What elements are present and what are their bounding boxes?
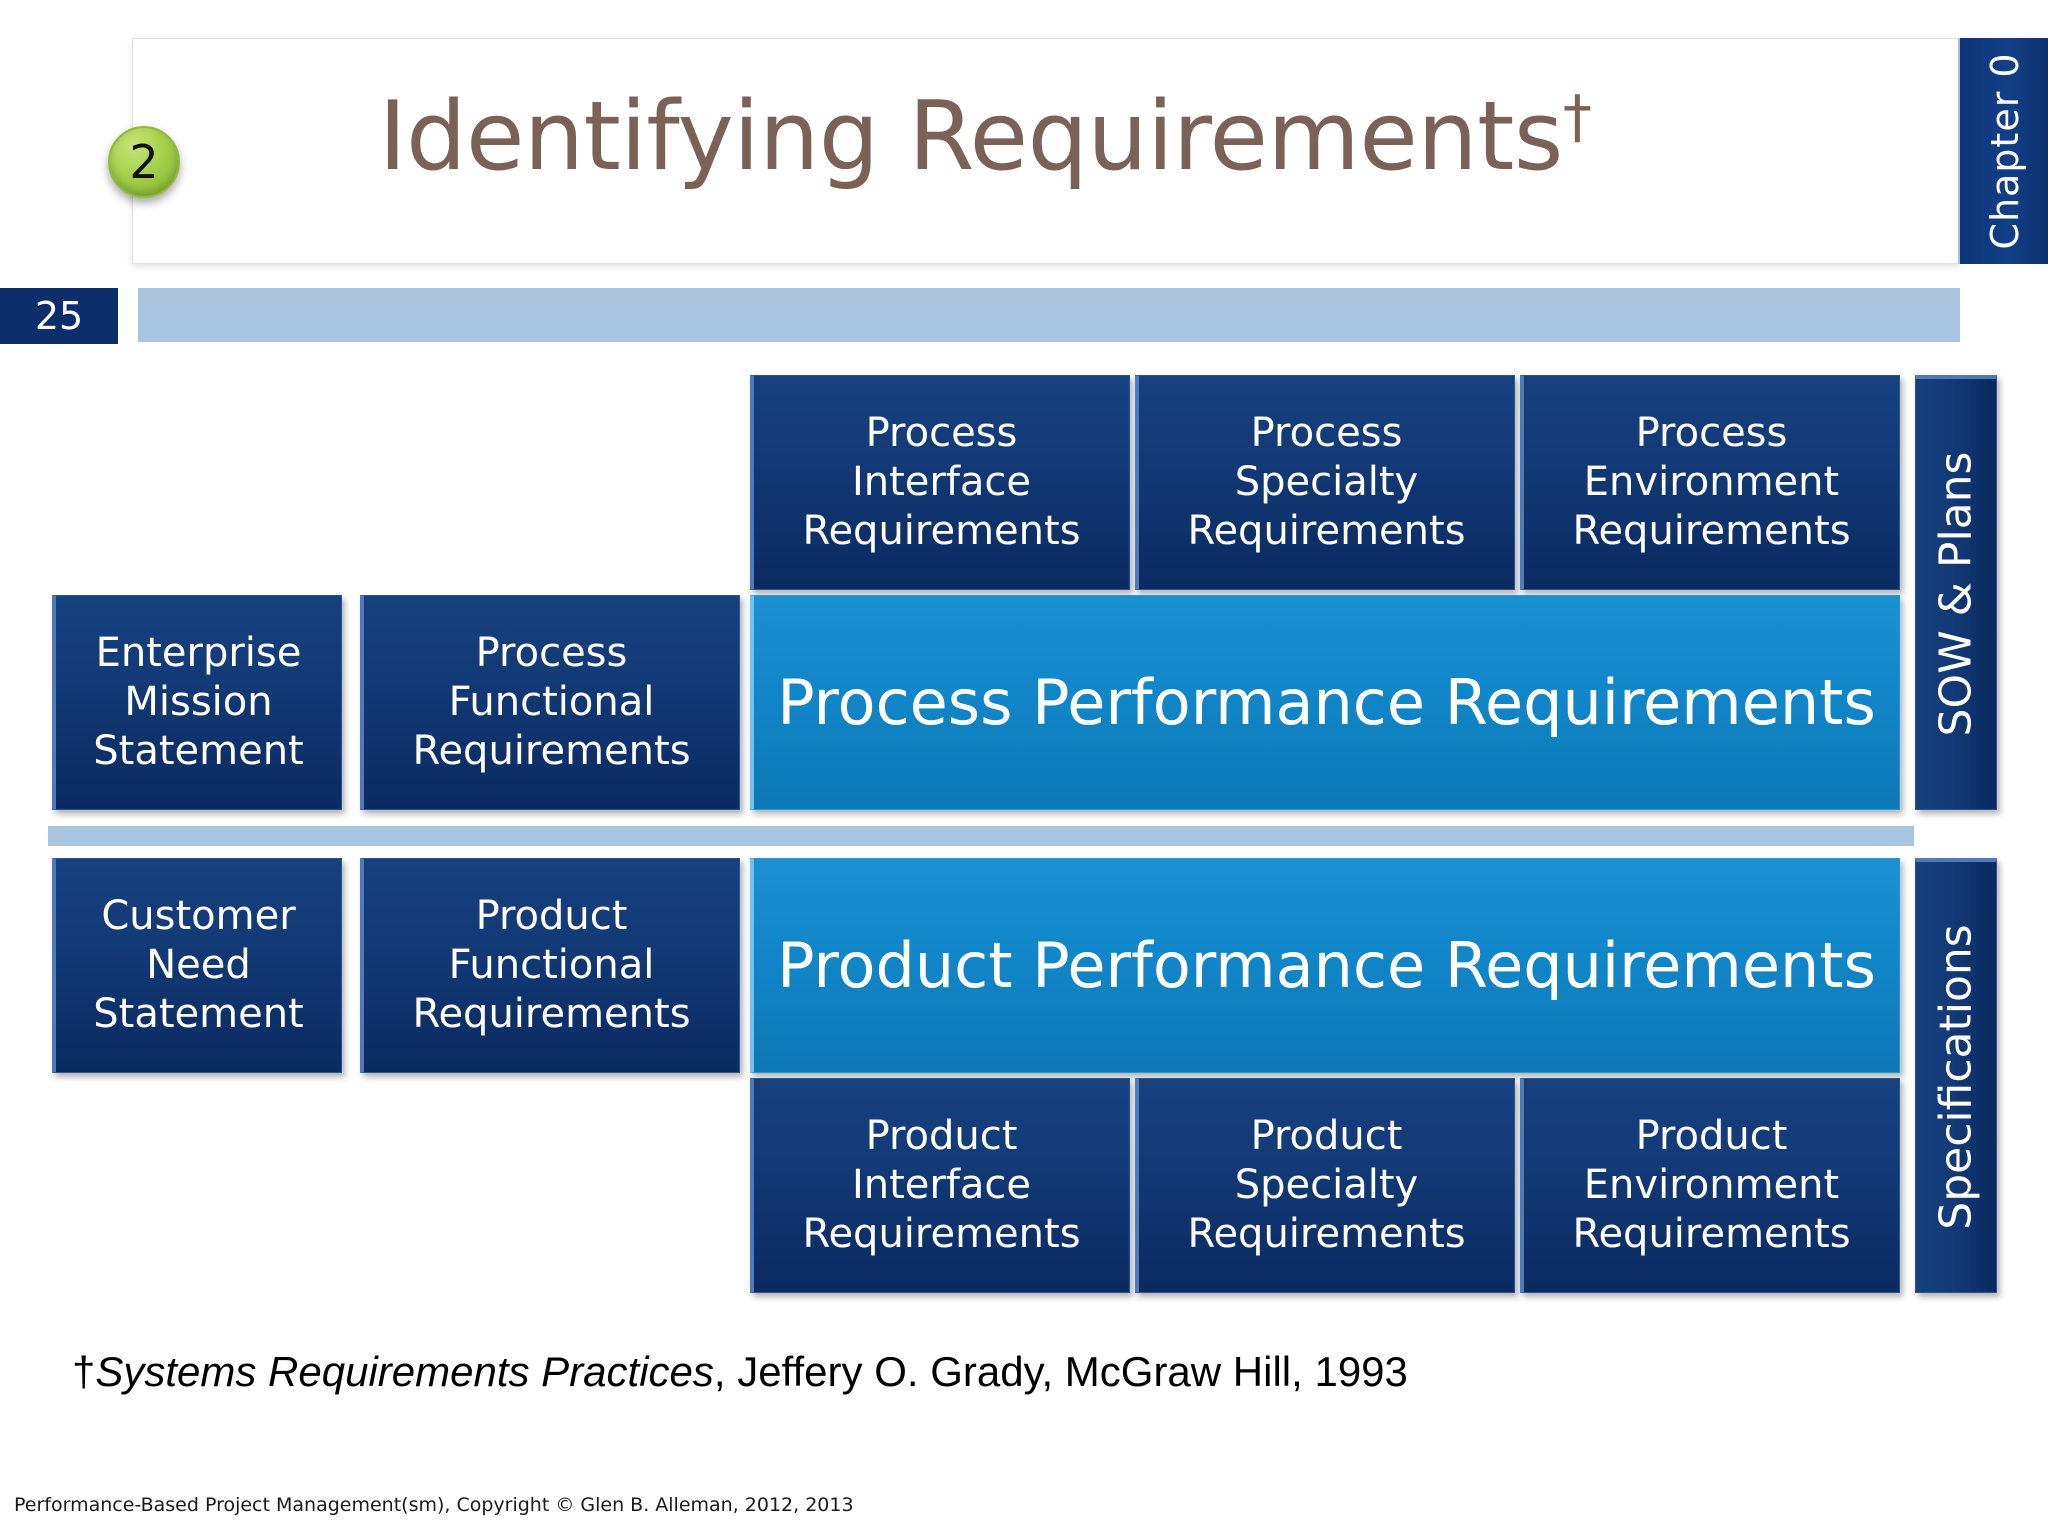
box-line: Requirements bbox=[802, 507, 1081, 554]
box-line: Requirements bbox=[802, 1210, 1081, 1257]
box-process-functional-requirements: Process Functional Requirements bbox=[360, 595, 740, 810]
box-customer-need-statement: Customer Need Statement bbox=[52, 858, 342, 1073]
box-line: Requirements bbox=[1187, 1210, 1466, 1257]
box-line: Specialty bbox=[1234, 459, 1419, 506]
footnote-marker: † bbox=[72, 1348, 96, 1395]
footnote-rest: , Jeffery O. Grady, McGraw Hill, 1993 bbox=[713, 1348, 1408, 1395]
box-line: Process bbox=[475, 630, 628, 677]
box-line: Product bbox=[1635, 1113, 1788, 1160]
sidebar-sow-and-plans: SOW & Plans bbox=[1915, 375, 1997, 810]
page-number-label: 25 bbox=[34, 294, 84, 338]
page-title-text: Identifying Requirements bbox=[378, 82, 1564, 192]
box-line: Process bbox=[1635, 410, 1788, 457]
box-line: Enterprise bbox=[95, 630, 302, 677]
box-product-environment-requirements: Product Environment Requirements bbox=[1520, 1078, 1900, 1293]
box-line: Requirements bbox=[412, 990, 691, 1037]
section-number-badge: 2 bbox=[108, 126, 180, 198]
box-line: Product bbox=[475, 893, 628, 940]
sidebar-sow-and-plans-label: SOW & Plans bbox=[1930, 451, 1982, 737]
box-line: Product bbox=[1250, 1113, 1403, 1160]
box-line: Functional bbox=[448, 942, 655, 989]
box-line: Statement bbox=[93, 990, 304, 1037]
box-line: Mission bbox=[124, 679, 273, 726]
box-product-functional-requirements: Product Functional Requirements bbox=[360, 858, 740, 1073]
box-line: Specialty bbox=[1234, 1162, 1419, 1209]
sidebar-specifications-label: Specifications bbox=[1930, 924, 1982, 1230]
sidebar-specifications: Specifications bbox=[1915, 858, 1997, 1293]
banner-label: Process Performance Requirements bbox=[777, 666, 1876, 739]
title-frame bbox=[132, 38, 1960, 264]
box-line: Interface bbox=[851, 1162, 1032, 1209]
box-line: Functional bbox=[448, 679, 655, 726]
page-number-badge: 25 bbox=[0, 288, 118, 344]
banner-label: Product Performance Requirements bbox=[777, 929, 1876, 1002]
section-divider-bar bbox=[48, 826, 1914, 846]
section-number-label: 2 bbox=[129, 135, 159, 189]
source-footnote: †Systems Requirements Practices, Jeffery… bbox=[72, 1348, 1408, 1396]
footnote-book-title: Systems Requirements Practices bbox=[95, 1348, 714, 1395]
page-title: Identifying Requirements† bbox=[200, 87, 1770, 188]
box-line: Process bbox=[865, 410, 1018, 457]
copyright-notice: Performance-Based Project Management(sm)… bbox=[14, 1494, 854, 1516]
header-accent-bar bbox=[138, 288, 1960, 342]
banner-process-performance-requirements: Process Performance Requirements bbox=[750, 595, 1900, 810]
box-line: Requirements bbox=[1572, 507, 1851, 554]
box-line: Environment bbox=[1583, 1162, 1840, 1209]
box-product-interface-requirements: Product Interface Requirements bbox=[750, 1078, 1130, 1293]
box-line: Requirements bbox=[1572, 1210, 1851, 1257]
chapter-tab: Chapter 0 bbox=[1958, 38, 2048, 264]
box-line: Environment bbox=[1583, 459, 1840, 506]
box-process-specialty-requirements: Process Specialty Requirements bbox=[1135, 375, 1515, 590]
box-product-specialty-requirements: Product Specialty Requirements bbox=[1135, 1078, 1515, 1293]
box-enterprise-mission-statement: Enterprise Mission Statement bbox=[52, 595, 342, 810]
box-line: Product bbox=[865, 1113, 1018, 1160]
banner-product-performance-requirements: Product Performance Requirements bbox=[750, 858, 1900, 1073]
box-process-interface-requirements: Process Interface Requirements bbox=[750, 375, 1130, 590]
box-line: Customer bbox=[101, 893, 296, 940]
box-line: Interface bbox=[851, 459, 1032, 506]
box-line: Process bbox=[1250, 410, 1403, 457]
box-line: Need bbox=[146, 942, 251, 989]
box-line: Requirements bbox=[412, 727, 691, 774]
box-line: Statement bbox=[93, 727, 304, 774]
box-line: Requirements bbox=[1187, 507, 1466, 554]
box-process-environment-requirements: Process Environment Requirements bbox=[1520, 375, 1900, 590]
title-dagger-marker: † bbox=[1562, 82, 1592, 151]
